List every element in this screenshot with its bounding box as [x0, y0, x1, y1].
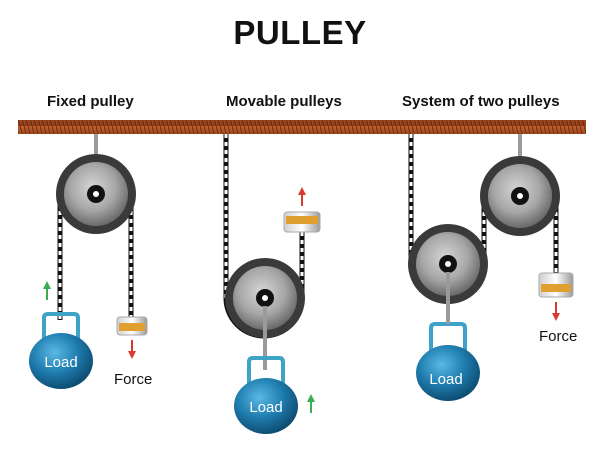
system-force-label: Force — [539, 328, 578, 345]
fixed-pulley-force-handle — [116, 316, 148, 336]
movable-pulleys-heading: Movable pulleys — [226, 93, 342, 110]
fixed-load-weight — [29, 333, 93, 389]
movable-pulley-force-handle — [283, 211, 321, 233]
fixed-pulley-group: Load — [29, 134, 148, 389]
diagram-title: PULLEY — [233, 14, 367, 51]
movable-pulley-up-red-arrow — [298, 187, 306, 206]
system-pulley-group: Load — [408, 134, 574, 401]
system-down-arrow — [552, 302, 560, 321]
fixed-pulley-up-arrow — [43, 281, 51, 300]
ceiling-beam — [18, 120, 586, 134]
system-load-label: Load — [429, 371, 462, 388]
movable-pulley-group: Load — [223, 134, 321, 434]
movable-load-label: Load — [249, 399, 282, 416]
fixed-pulley-heading: Fixed pulley — [47, 93, 134, 110]
fixed-pulley-down-arrow — [128, 340, 136, 359]
fixed-load-hook — [42, 312, 80, 346]
movable-load-hook — [247, 356, 285, 392]
system-force-handle — [538, 272, 574, 298]
system-load-weight — [416, 345, 480, 401]
movable-load-weight — [234, 378, 298, 434]
fixed-force-label: Force — [114, 371, 153, 388]
movable-pulley-green-arrow — [307, 394, 315, 413]
system-of-two-pulleys-heading: System of two pulleys — [402, 93, 560, 110]
fixed-load-label: Load — [44, 354, 77, 371]
